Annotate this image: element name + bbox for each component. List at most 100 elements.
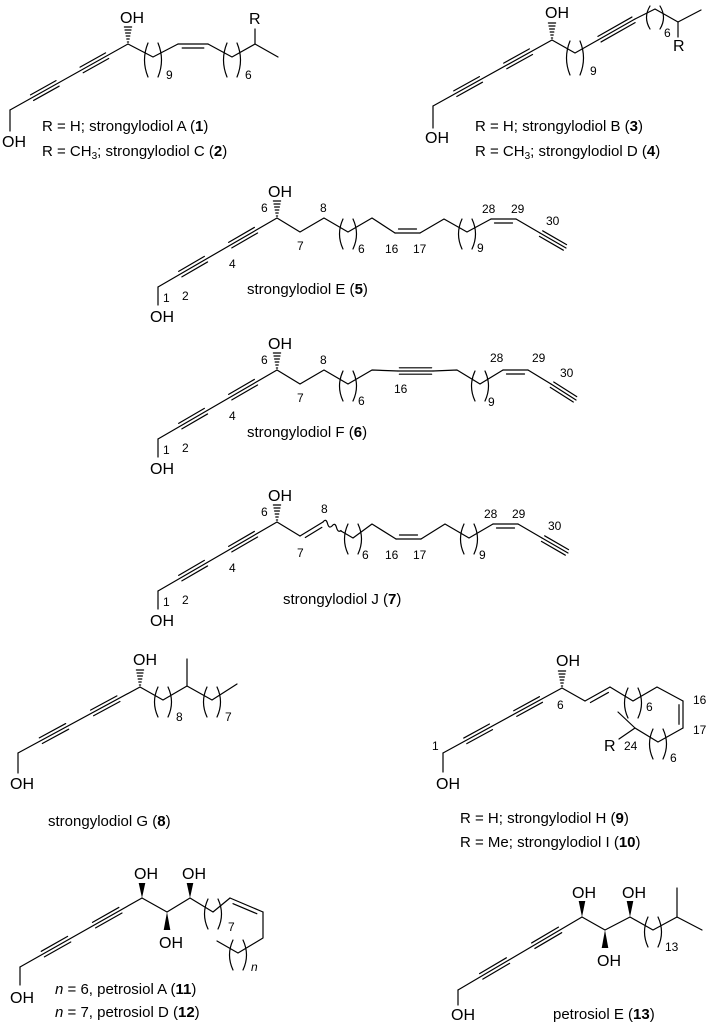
wavy-bond (322, 519, 342, 532)
bond-skeletons (9, 5, 703, 1006)
locant: 6 (261, 201, 268, 215)
solid-wedge-bond (601, 930, 609, 948)
locant: 1 (163, 291, 170, 305)
triple-bond-line (544, 535, 570, 551)
repeat-count: 6 (362, 548, 369, 562)
triple-bond-line (513, 696, 541, 712)
repeat-bracket-left (203, 898, 209, 930)
structure-petrosiol-e: OH OH OH OH 13 petrosiol E (13) (451, 885, 679, 1024)
locant: 30 (548, 519, 562, 533)
double-bond-line (304, 526, 323, 539)
triple-bond-line (178, 559, 205, 576)
hydroxyl-label: OH (150, 613, 174, 630)
repeat-count: 6 (646, 700, 653, 714)
locant: 28 (484, 507, 498, 521)
locant: 1 (163, 595, 170, 609)
diyne-chain (17, 686, 141, 754)
carbon-chain (581, 916, 703, 931)
repeat-bracket-right (659, 5, 665, 30)
repeat-bracket-right (352, 218, 358, 250)
repeat-bracket-right (637, 687, 643, 719)
r-group-label: R (249, 11, 261, 28)
triple-bond-line (178, 255, 205, 272)
hydroxyl-label: OH (150, 461, 174, 478)
solid-wedge-bond (163, 912, 171, 930)
compound-caption: petrosiol E (13) (553, 1006, 655, 1023)
triple-bond-line (531, 926, 560, 944)
repeat-bracket-left (222, 42, 228, 78)
repeat-count: 6 (245, 68, 252, 82)
diyne-chain (157, 217, 278, 288)
hydroxyl-label: OH (10, 776, 34, 793)
repeat-count: 9 (479, 548, 486, 562)
repeat-bracket-left (645, 5, 651, 30)
locant: 2 (182, 593, 189, 607)
triple-bond-line (553, 381, 578, 398)
repeat-bracket-right (167, 686, 173, 718)
repeat-bracket-right (236, 42, 242, 78)
triple-bond-line (534, 932, 563, 950)
locant: 7 (297, 239, 304, 253)
triple-bond-line (181, 261, 209, 278)
repeat-bracket-left (623, 687, 629, 719)
locant: 28 (490, 351, 504, 365)
locant: 8 (320, 353, 327, 367)
locant: 16 (385, 548, 399, 562)
compound-caption: strongylodiol G (8) (48, 813, 171, 830)
r-group-label: R (673, 38, 685, 55)
carbon-chain (634, 8, 702, 23)
repeat-count: 7 (228, 920, 235, 934)
locant: 1 (432, 739, 439, 753)
repeat-bracket-left (459, 523, 465, 555)
repeat-bracket-right (217, 898, 223, 930)
locant: 2 (182, 441, 189, 455)
structure-strongylodiol-f: OH OH 1 2 4 6 7 8 16 28 29 30 6 9 strong… (150, 336, 574, 478)
single-bond (517, 523, 543, 539)
triple-bond-line (40, 935, 69, 952)
carbon-chain (340, 523, 397, 540)
locant: 7 (297, 391, 304, 405)
locant: 29 (511, 202, 525, 216)
structure-strongylodiol-g: OH OH 8 7 strongylodiol G (8) (10, 652, 232, 830)
hydroxyl-label: OH (10, 990, 34, 1007)
structure-strongylodiol-b-d: OH OH R 9 6 R = H; strongylodiol B (3) R… (425, 5, 685, 162)
carbon-chain (141, 897, 231, 913)
carbon-chain (551, 39, 599, 54)
triple-bond-line (181, 413, 209, 430)
locant: 4 (229, 409, 236, 423)
hydroxyl-label: OH (597, 953, 621, 970)
repeat-bracket-left (228, 939, 234, 971)
triple-bond-line (82, 57, 110, 74)
hydroxyl-label: OH (268, 184, 292, 201)
diyne-chain (432, 39, 553, 107)
triple-bond (539, 232, 567, 249)
triple-bond-line (466, 729, 494, 745)
locant: 6 (261, 505, 268, 519)
triple-bond-line (92, 700, 121, 717)
repeat-bracket-right (157, 42, 163, 78)
repeat-bracket-left (648, 728, 654, 760)
diyne-chain (457, 916, 583, 991)
repeat-count: 6 (358, 242, 365, 256)
repeat-bracket-right (242, 939, 248, 971)
carbon-chain (419, 218, 492, 234)
repeat-bracket-left (643, 916, 649, 948)
repeat-count: 9 (590, 64, 597, 78)
structure-strongylodiol-h-i: OH OH R 1 6 16 17 24 6 6 R = H; strongyl… (432, 653, 707, 851)
double-bond (299, 521, 324, 537)
locant: 8 (320, 201, 327, 215)
repeat-bracket-right (216, 686, 222, 718)
repeat-bracket-left (143, 42, 149, 78)
locant: 28 (482, 202, 496, 216)
triple-bond-line (33, 85, 60, 102)
locant: 1 (163, 443, 170, 457)
triple-bond-line (549, 386, 574, 403)
single-bond (527, 369, 552, 385)
carbon-chain (207, 43, 279, 58)
triple-bond-line (91, 906, 120, 923)
repeat-bracket-left (338, 218, 344, 250)
triple-bond-line (231, 232, 259, 249)
triple-bond-line (231, 384, 259, 401)
locant: 30 (560, 366, 574, 380)
carbon-chain (276, 369, 399, 385)
